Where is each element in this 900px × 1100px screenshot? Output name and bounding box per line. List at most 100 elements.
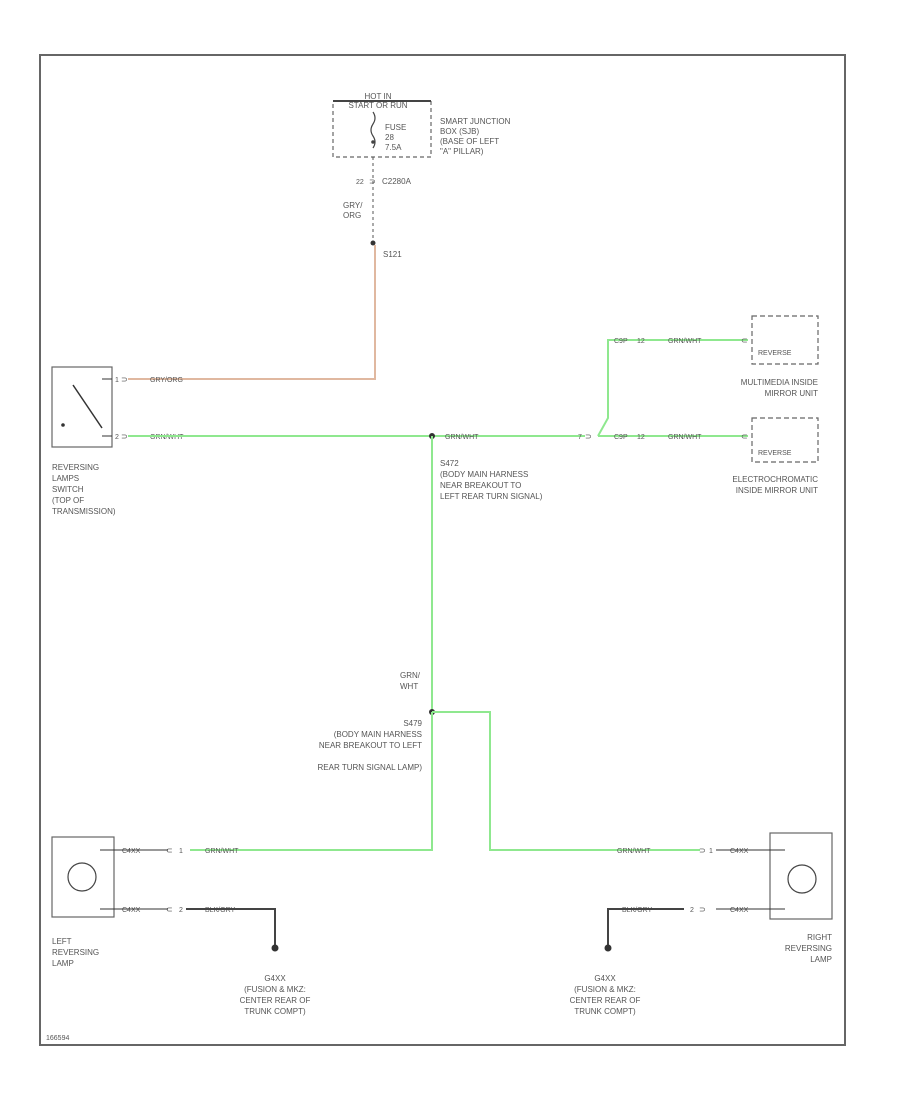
switch-pin-2-connector: ⊃ bbox=[121, 432, 128, 441]
switch-body bbox=[51, 366, 113, 448]
left-ground-label-line-4: TRUNK COMPT) bbox=[244, 1007, 306, 1016]
right-lamp-wire-top: GRN/WHT bbox=[617, 848, 651, 855]
multimedia-connector-symbol: ⊂ bbox=[741, 336, 748, 345]
electrochromatic-label-line-1: ELECTROCHROMATIC bbox=[732, 475, 818, 484]
right-ground-point bbox=[604, 944, 612, 952]
mirror-connector-symbol: ⊃ bbox=[585, 432, 592, 441]
multimedia-mirror-box bbox=[751, 315, 819, 365]
splice-s121 bbox=[370, 240, 376, 246]
fuse-symbol bbox=[370, 111, 376, 149]
fuse-node bbox=[371, 140, 375, 144]
right-lamp-label-line-2: REVERSING bbox=[785, 944, 832, 953]
electrochromatic-label-line-2: INSIDE MIRROR UNIT bbox=[736, 486, 818, 495]
right-lamp-conn-bottom: C4XX bbox=[730, 907, 749, 914]
right-lamp-pin-top: 1 bbox=[709, 848, 713, 855]
switch-pin-1-connector: ⊃ bbox=[121, 375, 128, 384]
right-lamp-label-line-1: RIGHT bbox=[807, 933, 832, 942]
left-ground-point bbox=[271, 944, 279, 952]
switch-wire-bottom-color: GRN/WHT bbox=[150, 434, 184, 441]
right-lamp-pin-bottom: 2 bbox=[690, 907, 694, 914]
left-ground-wire bbox=[186, 908, 276, 948]
main-wire-color: GRN/WHT bbox=[445, 434, 479, 441]
switch-wire-top-color: GRY/ORG bbox=[150, 377, 183, 384]
right-ground-label-line-1: G4XX bbox=[594, 974, 616, 983]
left-ground-label-line-2: (FUSION & MKZ: bbox=[244, 985, 306, 994]
left-lamp-conn-top: C4XX bbox=[122, 848, 141, 855]
right-lamp-conn-top: C4XX bbox=[730, 848, 749, 855]
fuse-label-line-1: FUSE bbox=[385, 123, 406, 132]
sjb-label-line-3: (BASE OF LEFT bbox=[440, 137, 499, 146]
fuse-box: HOT IN START OR RUN FUSE 28 7.5A SMART J… bbox=[332, 92, 511, 186]
grn-wht-right-lamp-wire bbox=[432, 711, 700, 851]
sjb-connector-symbol: ⊃ bbox=[369, 177, 376, 186]
diagram-frame bbox=[39, 54, 846, 1046]
s479-label-line-3: NEAR BREAKOUT TO LEFT bbox=[319, 741, 422, 750]
right-lamp-bulb bbox=[787, 864, 817, 894]
switch-pin-2: 2 bbox=[115, 434, 119, 441]
sjb-label-line-1: SMART JUNCTION bbox=[440, 117, 511, 126]
right-ground-wire bbox=[607, 908, 684, 948]
left-lamp-label-line-3: LAMP bbox=[52, 959, 74, 968]
multimedia-pin: 12 bbox=[637, 338, 645, 345]
fuse-label-line-3: 7.5A bbox=[385, 143, 402, 152]
lower-wire-color-2: WHT bbox=[400, 682, 418, 691]
left-reversing-lamp bbox=[51, 836, 115, 918]
s472-label-line-1: S472 bbox=[440, 459, 459, 468]
right-reversing-lamp bbox=[769, 832, 833, 920]
switch-label-line-3: SWITCH bbox=[52, 485, 84, 494]
right-ground-label-line-2: (FUSION & MKZ: bbox=[574, 985, 636, 994]
mirror-connector-pin: 7 bbox=[578, 434, 582, 441]
s472-label-line-2: (BODY MAIN HARNESS bbox=[440, 470, 528, 479]
electrochromatic-signal: REVERSE bbox=[758, 450, 792, 457]
feed-wire-color-1: GRY/ bbox=[343, 201, 363, 210]
left-lamp-connector-symbol-top: ⊂ bbox=[166, 846, 173, 855]
right-ground-label-line-3: CENTER REAR OF bbox=[570, 996, 641, 1005]
sjb-label-line-4: "A" PILLAR) bbox=[440, 147, 484, 156]
grn-wht-left-lamp-wire bbox=[190, 712, 433, 851]
electrochromatic-connector: C9P bbox=[614, 434, 628, 441]
electrochromatic-wire-color: GRN/WHT bbox=[668, 434, 702, 441]
right-lamp-label-line-3: LAMP bbox=[810, 955, 832, 964]
left-ground-label-line-1: G4XX bbox=[264, 974, 286, 983]
right-ground-label-line-4: TRUNK COMPT) bbox=[574, 1007, 636, 1016]
left-lamp-conn-bottom: C4XX bbox=[122, 907, 141, 914]
left-lamp-pin-bottom: 2 bbox=[179, 907, 183, 914]
switch-label-line-1: REVERSING bbox=[52, 463, 99, 472]
left-lamp-bulb bbox=[67, 862, 97, 892]
gry-org-wire bbox=[128, 245, 376, 380]
s472-label-line-3: NEAR BREAKOUT TO bbox=[440, 481, 521, 490]
right-lamp-wire-bottom: BLK/GRY bbox=[622, 907, 653, 914]
switch-label-line-5: TRANSMISSION) bbox=[52, 507, 116, 516]
multimedia-connector: C9P bbox=[614, 338, 628, 345]
grn-wht-upper-branch bbox=[597, 339, 748, 437]
left-lamp-wire-bottom: BLK/GRY bbox=[205, 907, 236, 914]
sjb-connector: C2280A bbox=[382, 177, 412, 186]
s479-label-line-4: REAR TURN SIGNAL LAMP) bbox=[318, 763, 423, 772]
sjb-label-line-2: BOX (SJB) bbox=[440, 127, 479, 136]
multimedia-label-line-1: MULTIMEDIA INSIDE bbox=[741, 378, 818, 387]
feed-wire-color-2: ORG bbox=[343, 211, 361, 220]
electrochromatic-pin: 12 bbox=[637, 434, 645, 441]
hot-label-line-2: START OR RUN bbox=[348, 101, 407, 110]
right-lamp-connector-symbol-top: ⊃ bbox=[699, 846, 706, 855]
electrochromatic-connector-symbol: ⊂ bbox=[741, 432, 748, 441]
reversing-lamps-switch bbox=[51, 366, 113, 448]
left-lamp-body bbox=[51, 836, 115, 918]
switch-label-line-2: LAMPS bbox=[52, 474, 79, 483]
left-lamp-label-line-2: REVERSING bbox=[52, 948, 99, 957]
left-lamp-wire-top: GRN/WHT bbox=[205, 848, 239, 855]
fuse-label-line-2: 28 bbox=[385, 133, 394, 142]
left-lamp-pin-top: 1 bbox=[179, 848, 183, 855]
s472-label-line-4: LEFT REAR TURN SIGNAL) bbox=[440, 492, 543, 501]
switch-pin-1: 1 bbox=[115, 377, 119, 384]
multimedia-wire-color: GRN/WHT bbox=[668, 338, 702, 345]
electrochromatic-mirror-box bbox=[751, 417, 819, 463]
multimedia-signal: REVERSE bbox=[758, 350, 792, 357]
right-lamp-body bbox=[769, 832, 833, 920]
hot-label-line-1: HOT IN bbox=[365, 92, 392, 101]
switch-label-line-4: (TOP OF bbox=[52, 496, 84, 505]
left-ground-label-line-3: CENTER REAR OF bbox=[240, 996, 311, 1005]
left-lamp-connector-symbol-bottom: ⊂ bbox=[166, 905, 173, 914]
right-lamp-connector-symbol-bottom: ⊃ bbox=[699, 905, 706, 914]
